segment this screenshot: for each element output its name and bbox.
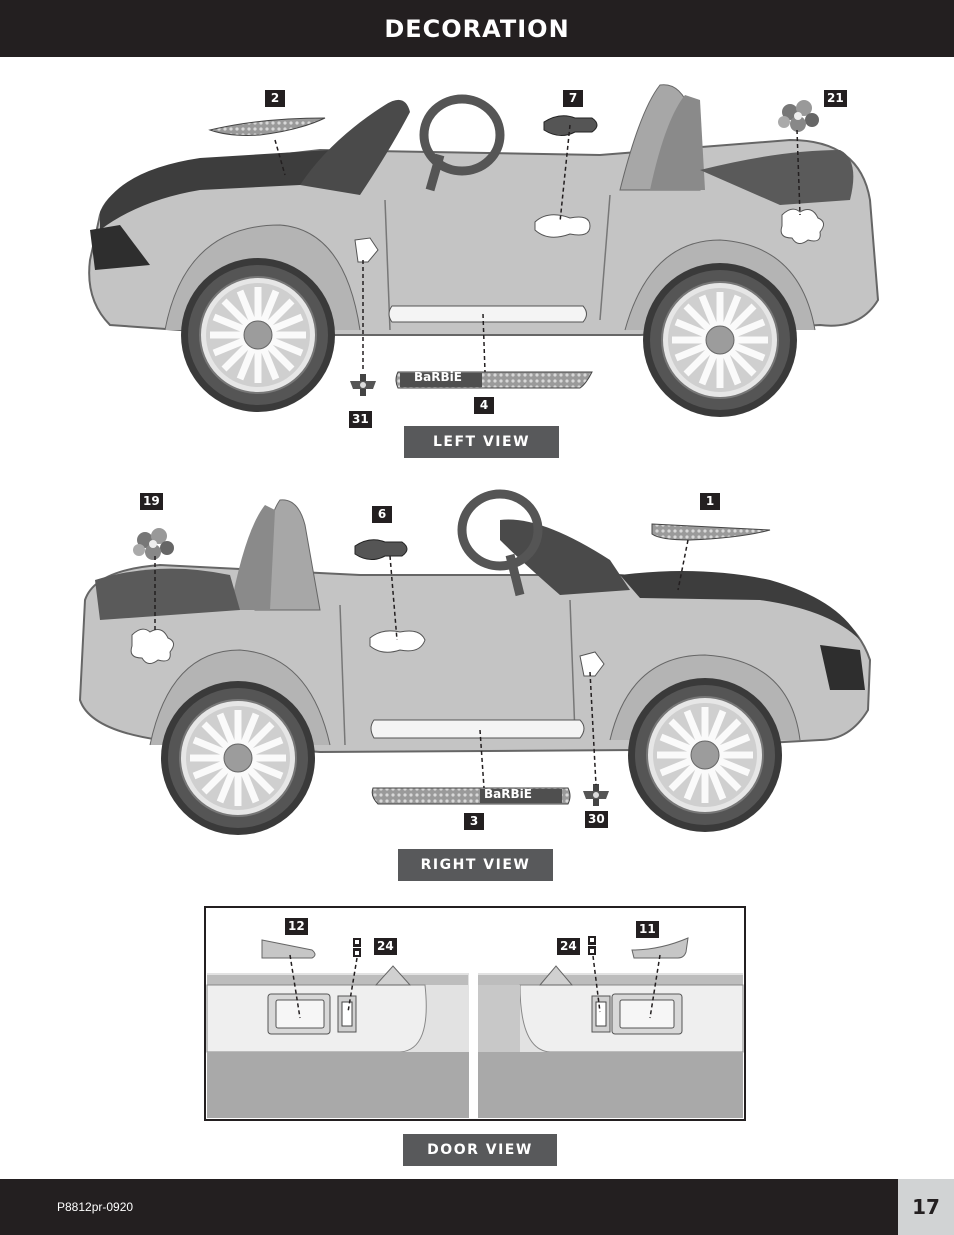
door-trim-11	[631, 937, 689, 959]
callout-24-right: 24	[557, 938, 580, 955]
door-view-label: DOOR VIEW	[403, 1134, 557, 1166]
decal-1	[651, 523, 771, 541]
page-footer: P8812pr-0920 17	[0, 1179, 954, 1235]
left-view-car	[88, 84, 880, 417]
callout-24-left: 24	[374, 938, 397, 955]
left-view-label: LEFT VIEW	[404, 426, 559, 458]
page-header: DECORATION	[0, 0, 954, 57]
flower-decal-19	[133, 528, 174, 560]
page-number-box: 17	[898, 1179, 954, 1235]
barbie-decal-text-right: BaRBiE	[484, 787, 532, 801]
door-view-box	[204, 906, 746, 1121]
decal-2	[208, 117, 326, 136]
callout-2: 2	[265, 90, 285, 107]
emblem-31	[350, 374, 376, 396]
emblem-30	[583, 784, 609, 806]
page-number: 17	[912, 1195, 940, 1219]
callout-19: 19	[140, 493, 163, 510]
document-code: P8812pr-0920	[57, 1200, 134, 1214]
callout-31: 31	[349, 411, 372, 428]
flower-decal-21	[778, 100, 819, 132]
barbie-decal-text-left: BaRBiE	[414, 370, 462, 384]
callout-4: 4	[474, 397, 494, 414]
callout-11: 11	[636, 921, 659, 938]
callout-3: 3	[464, 813, 484, 830]
callout-1: 1	[700, 493, 720, 510]
door-trim-12	[261, 939, 316, 959]
right-view-label: RIGHT VIEW	[398, 849, 553, 881]
callout-12: 12	[285, 918, 308, 935]
callout-6: 6	[372, 506, 392, 523]
right-view-car	[78, 489, 872, 835]
callout-7: 7	[563, 90, 583, 107]
door-handle-6	[354, 539, 408, 560]
page-title: DECORATION	[384, 14, 570, 43]
callout-21: 21	[824, 90, 847, 107]
callout-30: 30	[585, 811, 608, 828]
